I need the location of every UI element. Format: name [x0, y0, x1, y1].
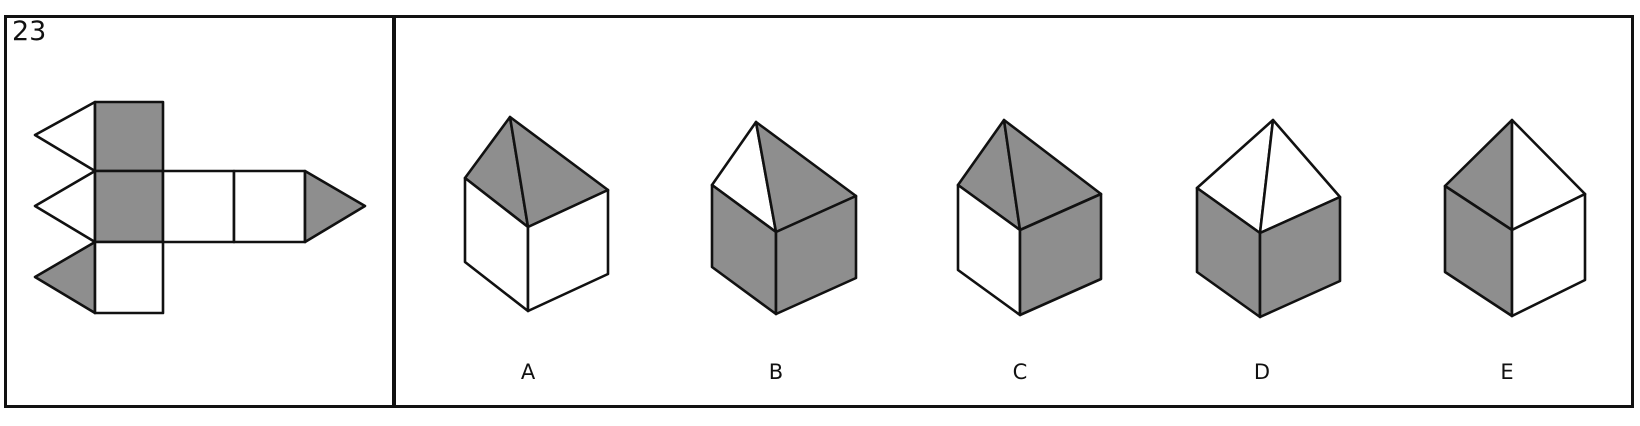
net-square-center — [93, 169, 165, 244]
question-number: 23 — [12, 16, 47, 47]
option-c-label[interactable]: C — [1012, 360, 1028, 384]
option-a-figure — [463, 115, 610, 313]
option-e-label[interactable]: E — [1500, 360, 1514, 384]
option-c-figure — [956, 118, 1103, 317]
net-figure — [33, 100, 367, 315]
net-square-right-2 — [232, 169, 307, 244]
net-triangle-bottom-left — [33, 240, 97, 315]
net-square-right-1 — [161, 169, 236, 244]
net-triangle-right — [303, 169, 367, 244]
net-triangle-mid-left — [33, 169, 97, 244]
net-square-bottom — [93, 240, 165, 315]
option-d-figure — [1195, 118, 1342, 319]
option-b-label[interactable]: B — [768, 360, 784, 384]
option-b-figure — [710, 120, 858, 316]
net-square-top — [93, 100, 165, 173]
puzzle-frame — [4, 15, 1634, 408]
option-e-figure — [1443, 118, 1587, 318]
panel-divider — [392, 15, 396, 408]
option-d-label[interactable]: D — [1253, 360, 1271, 384]
option-a-label[interactable]: A — [520, 360, 536, 384]
net-triangle-top-left — [33, 100, 97, 173]
